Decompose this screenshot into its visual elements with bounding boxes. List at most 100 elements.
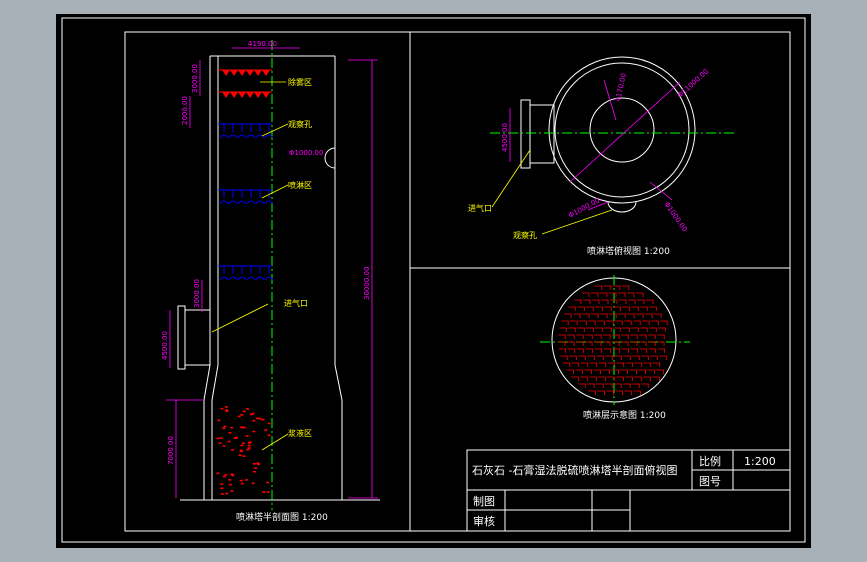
top-label-observe-hole: 观察孔: [513, 230, 537, 240]
slurry-particle: [225, 409, 229, 411]
spray-cone: [255, 276, 265, 281]
spray-pipe-segment: [584, 369, 592, 374]
slurry-particle: [239, 450, 243, 453]
demister-blade: [246, 92, 254, 98]
spray-pipe-segment: [614, 383, 622, 388]
spray-pipe-segment: [575, 369, 583, 374]
slurry-particle: [239, 449, 243, 452]
spray-pipe-segment: [657, 334, 665, 339]
slurry-particle: [254, 467, 258, 469]
spray-cone: [228, 276, 238, 281]
spray-pipe-segment: [630, 348, 639, 353]
spray-pipe-segment: [647, 369, 655, 374]
spray-pipe-segment: [622, 327, 630, 332]
spray-pipe-segment: [643, 376, 651, 381]
slurry-particle: [238, 454, 242, 457]
spray-pipe-segment: [585, 348, 594, 353]
slurry-particle: [218, 442, 222, 444]
spray-pipe-segment: [607, 376, 615, 381]
spray-pipe-segment: [625, 376, 633, 381]
spray-pipe-segment: [596, 355, 604, 360]
spray-pipe-segment: [633, 390, 641, 395]
spray-pipe-segment: [571, 362, 580, 367]
spray-cone: [237, 134, 247, 139]
demister-blade: [238, 92, 246, 98]
slurry-particle: [245, 408, 249, 410]
spray-pipe-segment: [641, 383, 649, 388]
spray-pipe-segment: [628, 299, 636, 304]
spray-pipe-segment: [597, 320, 605, 325]
spray-pipe-segment: [642, 320, 650, 325]
spray-pipe-segment: [639, 341, 647, 346]
spray-pipe-segment: [615, 390, 623, 395]
slurry-particle: [264, 429, 268, 431]
spray-pipe-segment: [564, 313, 572, 318]
spray-pipe-segment: [591, 292, 599, 297]
demister-blade: [238, 70, 246, 76]
spray-pipe-segment: [582, 292, 590, 297]
demister-blade: [254, 70, 262, 76]
spray-cone: [219, 200, 229, 205]
slurry-particle: [219, 437, 223, 439]
spray-pipe-segment: [654, 313, 662, 318]
spray-pipe-segment: [650, 355, 658, 360]
spray-pipe-segment: [613, 306, 621, 311]
spray-pipe-segment: [614, 355, 622, 360]
spray-pipe-segment: [574, 299, 582, 304]
slurry-particle: [245, 435, 249, 437]
spray-pipe-segment: [610, 299, 618, 304]
demister-blade: [246, 70, 254, 76]
spray-pipe-segment: [595, 327, 603, 332]
spray-pipe-segment: [622, 306, 630, 311]
spray-cone: [219, 134, 229, 139]
slurry-particle: [225, 492, 229, 495]
spray-pipe-segment: [639, 348, 648, 353]
spray-pipe-segment: [594, 341, 602, 346]
slurry-particle: [252, 462, 256, 465]
slurry-particle: [225, 410, 229, 413]
spray-pipe-segment: [558, 348, 567, 353]
spray-pipe-segment: [652, 376, 660, 381]
spray-pipe-segment: [588, 390, 596, 395]
label-demister-zone: 除雾区: [288, 77, 312, 87]
spray-pipe-segment: [616, 376, 624, 381]
slurry-particle: [231, 448, 235, 451]
slurry-particle: [252, 430, 256, 433]
spray-pipe-segment: [567, 341, 575, 346]
section-dim-window: Φ1000.00: [289, 149, 323, 157]
spray-pipe-segment: [568, 306, 576, 311]
spray-pipe-segment: [606, 320, 614, 325]
title-block-title: 石灰石 -石膏湿法脱硫喷淋塔半剖面俯视图: [472, 463, 677, 477]
drawn-by-label: 制图: [473, 495, 495, 508]
demister-blade: [262, 92, 270, 98]
spray-pipe-segment: [598, 376, 606, 381]
slurry-particle: [267, 434, 271, 437]
spray-cone: [246, 276, 256, 281]
demister-blade: [254, 92, 262, 98]
spray-pipe-segment: [643, 362, 652, 367]
spray-pipe-segment: [624, 390, 632, 395]
spray-pipe-segment: [646, 299, 654, 304]
spray-pipe-segment: [573, 313, 581, 318]
slurry-particle: [228, 432, 232, 434]
spray-pipe-segment: [597, 390, 605, 395]
cad-canvas: [56, 14, 811, 548]
spray-pipe-segment: [621, 285, 630, 290]
spray-pipe-segment: [634, 362, 643, 367]
spray-pipe-segment: [586, 327, 594, 332]
slurry-particle: [220, 493, 224, 495]
spray-pipe-segment: [585, 341, 593, 346]
spray-pipe-segment: [632, 355, 640, 360]
slurry-particle: [258, 418, 262, 420]
slurry-particle: [223, 425, 227, 428]
section-dim-inlet-w: 4500.00: [161, 331, 169, 360]
spray-pipe-segment: [648, 341, 656, 346]
spray-pipe-segment: [561, 320, 569, 325]
spray-pipe-segment: [568, 327, 576, 332]
spray-cone: [246, 200, 256, 205]
spray-pipe-segment: [648, 348, 657, 353]
slurry-particle: [222, 427, 226, 430]
slurry-particle: [242, 410, 246, 413]
spray-pipe-segment: [603, 285, 612, 290]
